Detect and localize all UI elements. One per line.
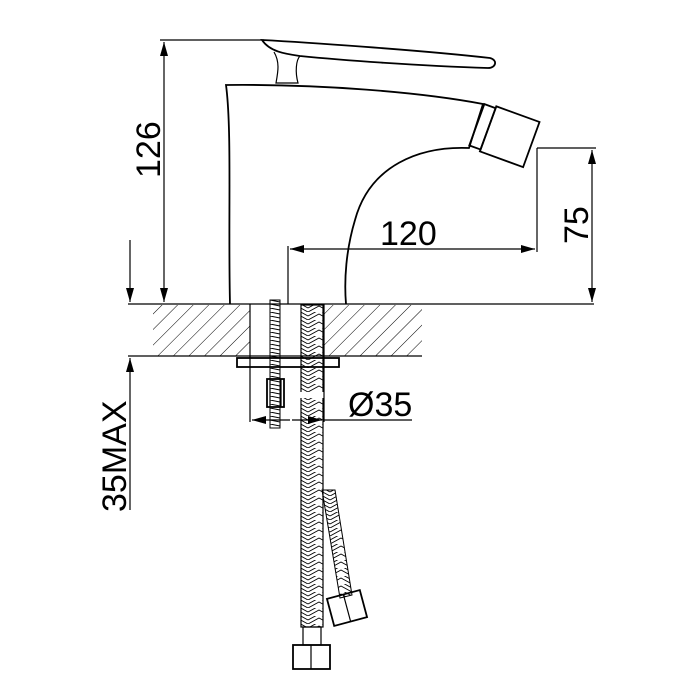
spout-aerator [468, 102, 541, 169]
fixing-plate [236, 357, 340, 368]
faucet-body [224, 84, 485, 305]
threaded-stud [266, 299, 285, 429]
dimension-height-total: 126 [130, 39, 264, 302]
dimension-hole-diameter: Ø35 [249, 356, 412, 424]
dimension-label-126: 126 [130, 121, 168, 178]
braided-hose-secondary [321, 489, 369, 628]
braided-hose-main [292, 304, 331, 670]
lever-handle [260, 39, 496, 84]
dimension-spout-reach: 120 [287, 148, 538, 304]
countertop-section [128, 303, 594, 357]
dimension-label-75: 75 [558, 206, 596, 244]
dimension-label-120: 120 [380, 215, 437, 253]
dimension-label-diameter: Ø35 [348, 386, 412, 424]
dimension-label-35max: 35MAX [96, 401, 134, 513]
dimension-spout-height: 75 [537, 147, 596, 302]
dimension-deck-thickness: 35MAX [96, 240, 134, 512]
